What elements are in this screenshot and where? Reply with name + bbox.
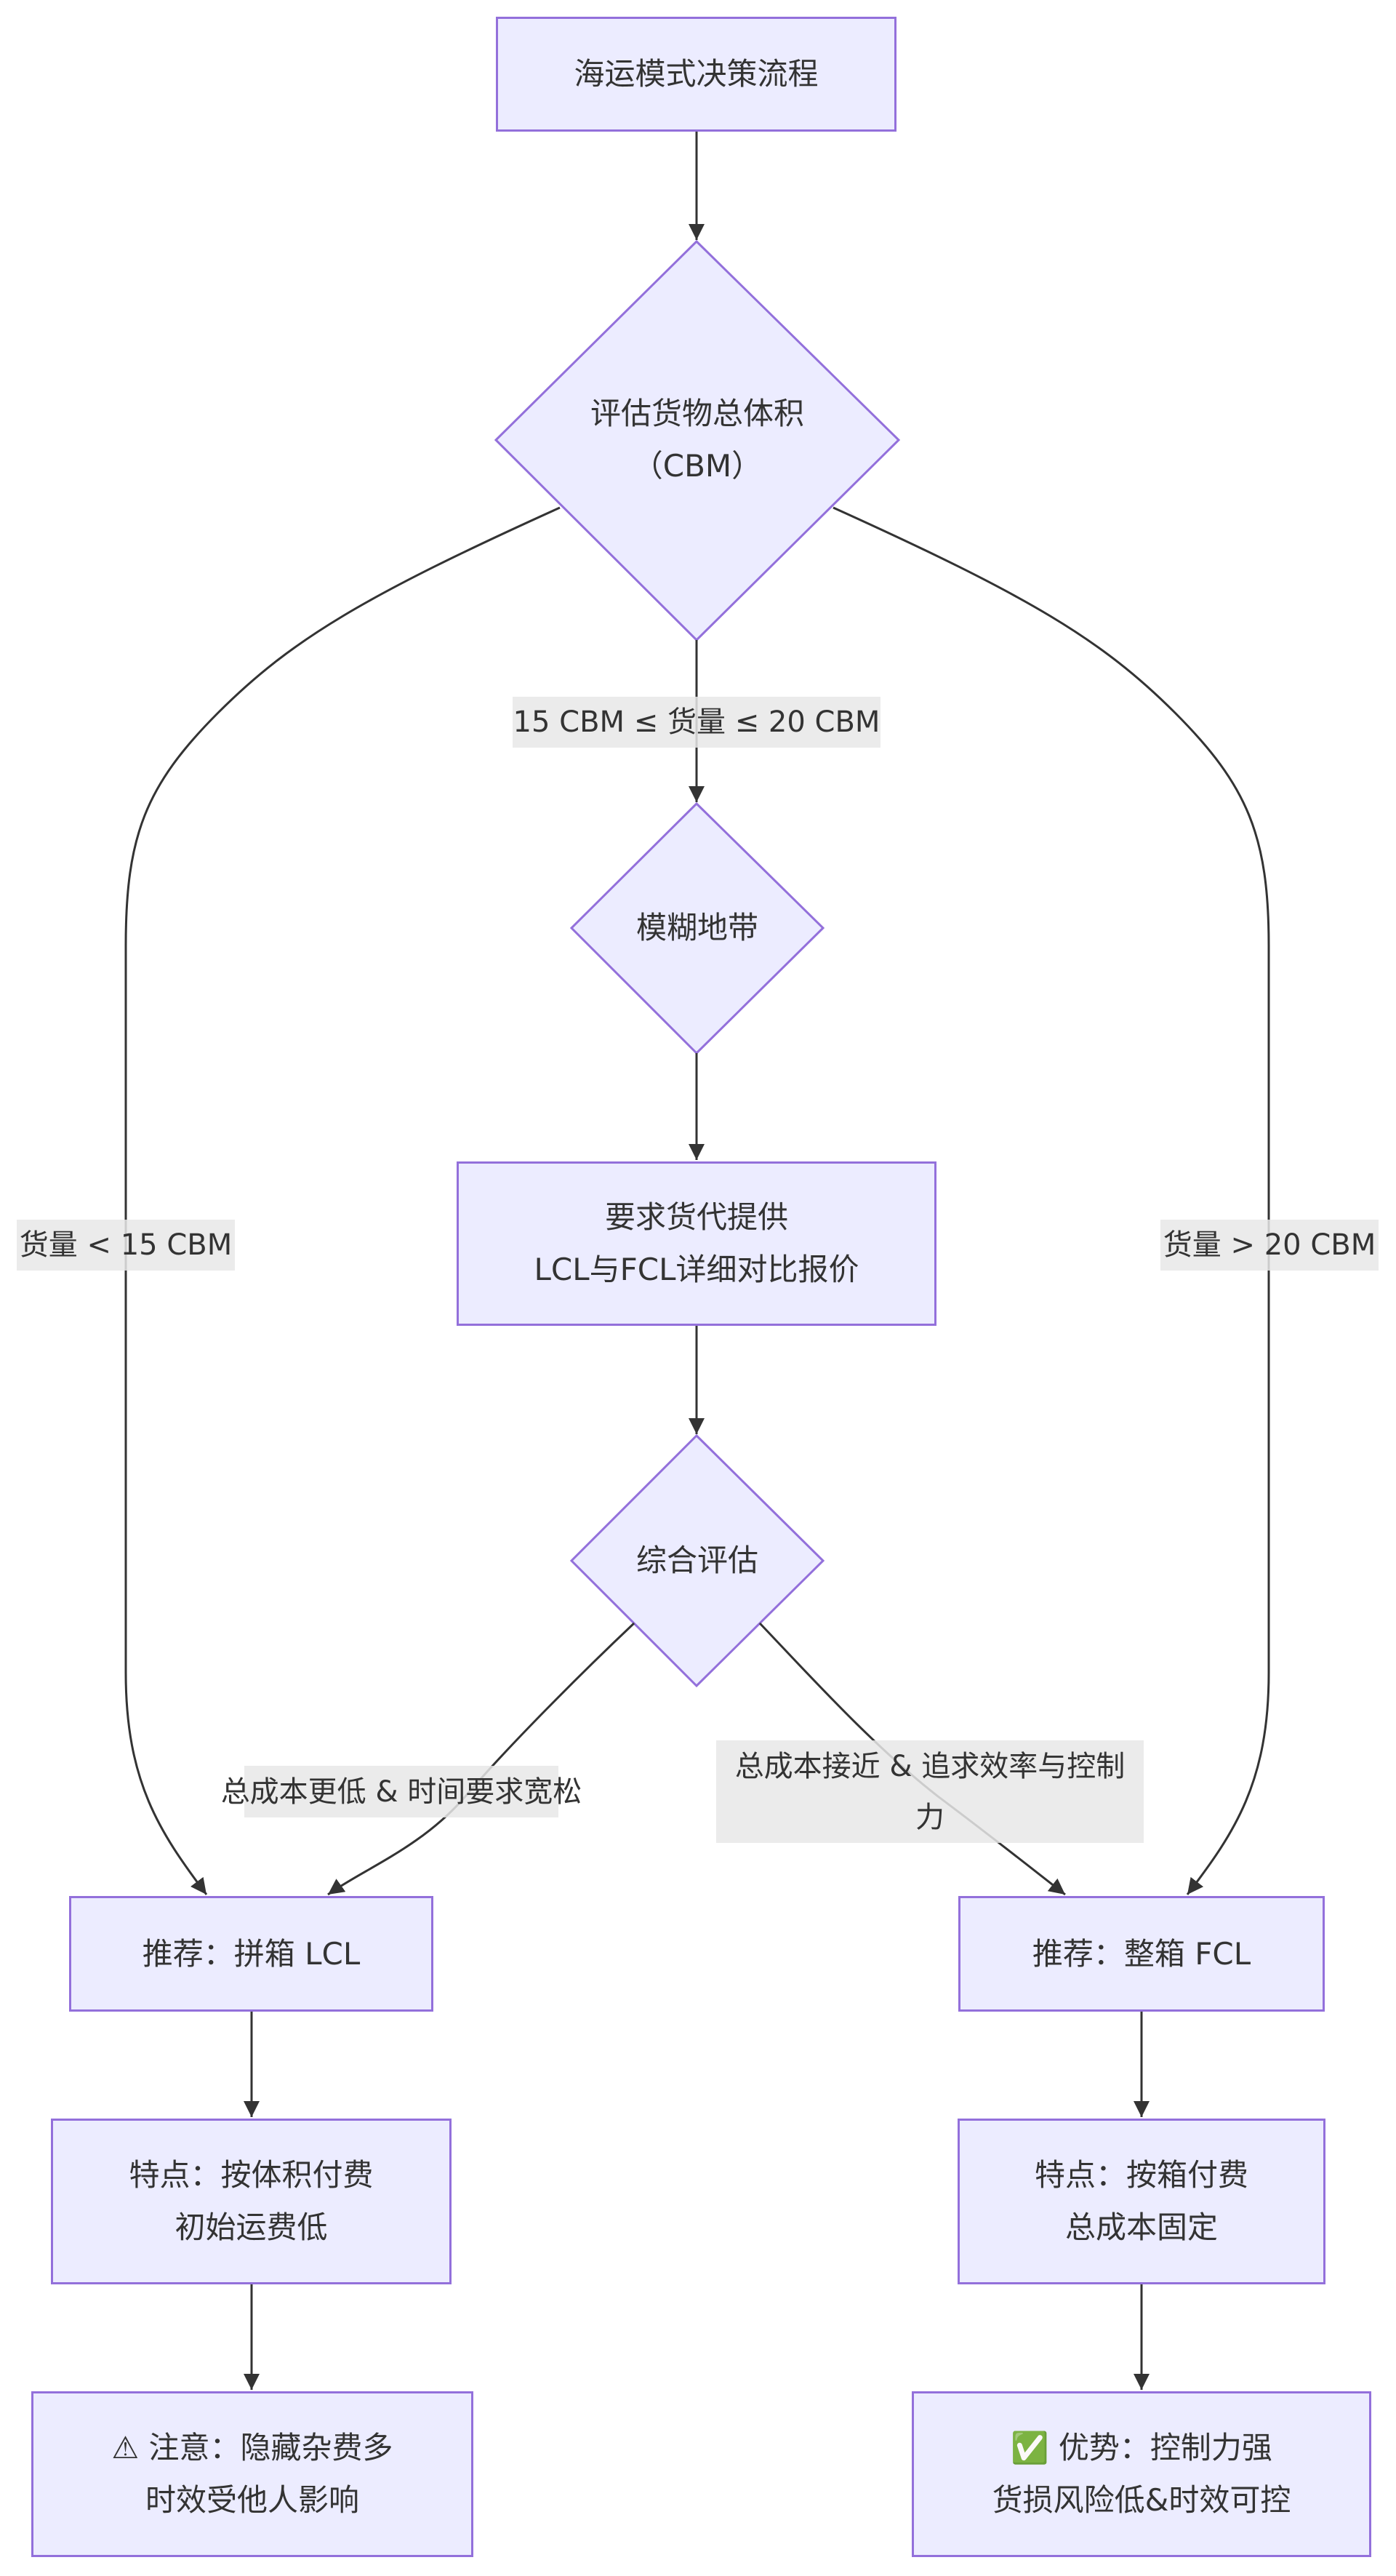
node-text: 优势：控制力强 bbox=[1058, 2430, 1272, 2465]
node-text: 评估货物总体积 bbox=[590, 396, 804, 431]
warning-icon: ⚠ bbox=[111, 2430, 140, 2465]
node-text: 要求货代提供 bbox=[604, 1199, 788, 1235]
node-text: 推荐：拼箱 LCL bbox=[142, 1935, 361, 1972]
node-overall-eval: 综合评估 bbox=[571, 1524, 823, 1597]
node-text: 模糊地带 bbox=[635, 910, 758, 945]
node-text: 特点：按体积付费 bbox=[129, 2157, 374, 2193]
edge-label-choose-fcl: 总成本接近 & 追求效率与控制力 bbox=[716, 1740, 1144, 1843]
node-recommend-lcl: 推荐：拼箱 LCL bbox=[69, 1896, 433, 2012]
node-lcl-warning: ⚠ 注意：隐藏杂费多 时效受他人影响 bbox=[31, 2391, 473, 2557]
node-text: 时效受他人影响 bbox=[145, 2482, 359, 2518]
node-text: 海运模式决策流程 bbox=[574, 56, 819, 92]
edge-eval-to-lcl bbox=[327, 1622, 635, 1896]
node-text: 推荐：整箱 FCL bbox=[1032, 1935, 1251, 1972]
node-fcl-advantage: ✅ 优势：控制力强 货损风险低&时效可控 bbox=[912, 2391, 1371, 2557]
node-recommend-fcl: 推荐：整箱 FCL bbox=[958, 1896, 1325, 2012]
node-assess-volume: 评估货物总体积 （CBM） bbox=[496, 342, 899, 538]
node-text: 初始运费低 bbox=[174, 2209, 328, 2245]
node-gray-zone: 模糊地带 bbox=[571, 892, 823, 964]
node-text: LCL与FCL详细对比报价 bbox=[534, 1252, 859, 1287]
edge-label-choose-lcl: 总成本更低 & 时间要求宽松 bbox=[221, 1766, 582, 1817]
edge-label-large-volume: 货量 > 20 CBM bbox=[1160, 1220, 1379, 1271]
node-lcl-features: 特点：按体积付费 初始运费低 bbox=[51, 2119, 452, 2284]
edge-assess-to-lcl bbox=[124, 506, 561, 1895]
node-text: 注意：隐藏杂费多 bbox=[148, 2430, 393, 2465]
node-text: 货损风险低&时效可控 bbox=[992, 2482, 1291, 2518]
node-text: 综合评估 bbox=[635, 1543, 758, 1578]
node-text: 总成本固定 bbox=[1064, 2209, 1218, 2245]
node-fcl-features: 特点：按箱付费 总成本固定 bbox=[958, 2119, 1325, 2284]
node-request-quotes: 要求货代提供 LCL与FCL详细对比报价 bbox=[457, 1161, 936, 1326]
node-text: （CBM） bbox=[632, 448, 763, 484]
edge-label-mid-range: 15 CBM ≤ 货量 ≤ 20 CBM bbox=[513, 697, 880, 748]
check-icon: ✅ bbox=[1011, 2430, 1049, 2465]
edge-label-small-volume: 货量 < 15 CBM bbox=[17, 1220, 235, 1271]
node-start: 海运模式决策流程 bbox=[496, 17, 896, 132]
decision-diamond-overall-eval bbox=[569, 1433, 825, 1688]
edge-assess-to-fcl bbox=[833, 506, 1270, 1895]
node-text: 特点：按箱付费 bbox=[1034, 2157, 1248, 2193]
